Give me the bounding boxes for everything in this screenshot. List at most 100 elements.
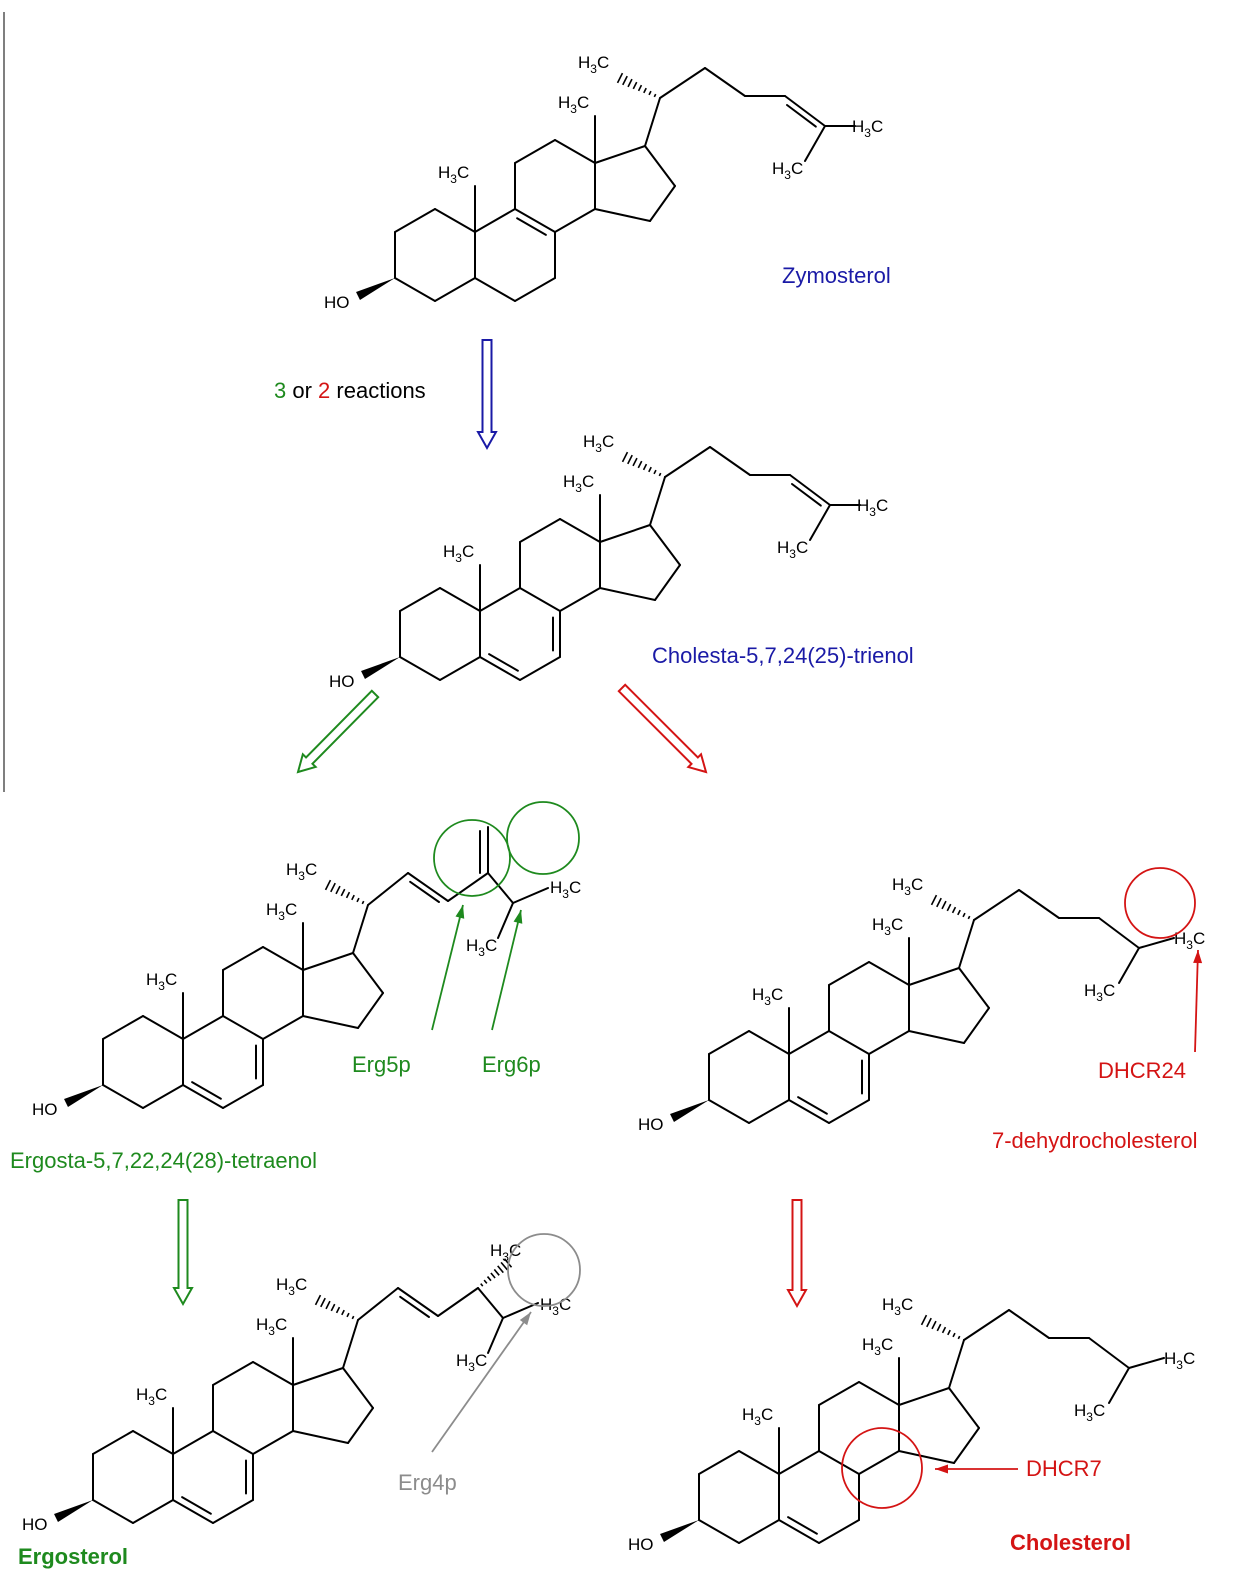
methyl-h: H	[490, 1241, 502, 1260]
methyl-c: C	[165, 970, 177, 989]
hash-bond	[920, 1314, 928, 1326]
methyl-h: H	[276, 1275, 288, 1294]
compound-label-tetraenol: Ergosta-5,7,22,24(28)-tetraenol	[10, 1148, 317, 1173]
methyl-sub: 3	[575, 481, 582, 495]
methyl-sub: 3	[864, 126, 871, 140]
reactions-label: reactions	[330, 378, 426, 403]
methyl-sub: 3	[468, 1360, 475, 1374]
enzyme-arrows	[431, 904, 1203, 1474]
methyl-sub: 3	[595, 441, 602, 455]
methyl-label: H3C	[882, 1295, 913, 1318]
methyl-h: H	[583, 432, 595, 451]
highlight-circles	[433, 801, 1196, 1509]
ring-a-bond	[399, 587, 441, 612]
methyl-label: H3C	[443, 542, 474, 565]
reactions-note: 3 or 2 reactions	[274, 378, 426, 404]
side-chain-bond	[407, 872, 449, 902]
methyl-sub: 3	[570, 102, 577, 116]
methyl-label: H3C	[490, 1241, 521, 1264]
hash-bond	[622, 75, 628, 86]
methyl-label: H3C	[540, 1295, 571, 1318]
dhcr7-arrow	[935, 1464, 1018, 1474]
methyl-label: H3C	[872, 915, 903, 938]
ring-b-bond	[479, 587, 521, 612]
methyl-label: H3C	[558, 93, 589, 116]
dhcr24-arrow	[1193, 949, 1203, 1053]
side-chain-bond	[357, 1287, 399, 1321]
hash-bond	[957, 1335, 961, 1340]
methyl-h: H	[136, 1385, 148, 1404]
dhcr24-highlight-circle	[1124, 867, 1196, 939]
side-chain-bond	[1008, 1309, 1050, 1339]
ring-d-bond	[302, 1015, 359, 1029]
side-chain-bond	[1128, 1357, 1165, 1369]
methyl-h: H	[772, 159, 784, 178]
erg6p-arrow	[491, 909, 523, 1031]
side-chain-bond	[1138, 937, 1175, 949]
side-chain-bond	[973, 889, 1020, 921]
side-chain-bond	[704, 67, 746, 97]
hash-bond	[330, 1303, 336, 1312]
ring-a-bond	[132, 1499, 174, 1524]
hash-bond	[483, 1279, 488, 1284]
ring-a-bond	[434, 277, 476, 302]
enzyme-label-erg5p: Erg5p	[352, 1052, 411, 1077]
ring-a-bond	[748, 1099, 790, 1124]
hash-bond	[941, 1326, 947, 1334]
ring-d-bond	[292, 1430, 349, 1444]
methyl-label: H3C	[456, 1351, 487, 1374]
methyl-sub: 3	[1176, 1358, 1183, 1372]
methyl-c: C	[602, 432, 614, 451]
side-chain-bond	[367, 872, 409, 906]
side-chain-bond	[1098, 917, 1140, 949]
methyl-sub: 3	[789, 547, 796, 561]
side-chain-bond	[487, 872, 514, 904]
methyl-label: H3C	[1084, 981, 1115, 1004]
hash-bond	[946, 903, 952, 912]
methyl-c: C	[485, 936, 497, 955]
hash-bond	[962, 912, 966, 918]
methyl-sub: 3	[278, 909, 285, 923]
hash-bond	[486, 1276, 492, 1282]
methyl-h: H	[752, 985, 764, 1004]
ring-d-bond	[958, 967, 990, 1009]
ring-a-bond	[142, 1084, 184, 1109]
ring-c-bond	[252, 1361, 294, 1386]
hash-bond	[351, 894, 355, 901]
methyl-label: H3C	[742, 1405, 773, 1428]
ring-d-bond	[898, 1450, 955, 1464]
ring-a-bond	[439, 587, 481, 612]
side-chain-bond	[447, 872, 489, 902]
double-bond-line	[191, 1081, 222, 1100]
ring-b-bond	[778, 1450, 820, 1475]
methyl-h: H	[438, 163, 450, 182]
compound-label-zymosterol: Zymosterol	[782, 263, 891, 288]
hash-bond	[497, 1265, 504, 1274]
hash-bond	[335, 1306, 341, 1314]
ring-a-bond	[92, 1430, 134, 1455]
methyl-h: H	[857, 496, 869, 515]
ring-a-bond	[708, 1099, 750, 1124]
methyl-sub: 3	[450, 172, 457, 186]
wedge-bond	[670, 1100, 709, 1123]
hash-bond	[936, 897, 942, 908]
double-bond-line	[409, 880, 440, 903]
ring-d-bond	[594, 208, 651, 222]
ring-b-bond	[172, 1430, 214, 1455]
ring-c-bond	[262, 1015, 304, 1040]
methyl-h: H	[443, 542, 455, 561]
ring-b-bond	[212, 1499, 254, 1524]
methyl-label: H3C	[852, 117, 883, 140]
ring-b-bond	[514, 277, 556, 302]
side-chain-bond	[804, 125, 826, 162]
ring-a-bond	[698, 1450, 740, 1475]
erg5p-highlight-circle	[433, 819, 511, 897]
methyl-c: C	[771, 985, 783, 1004]
ring-a-bond	[738, 1450, 780, 1475]
arrow-head	[1193, 950, 1203, 964]
hash-bond	[500, 1261, 509, 1271]
ring-c-bond	[828, 961, 870, 986]
hash-bond	[653, 469, 657, 475]
